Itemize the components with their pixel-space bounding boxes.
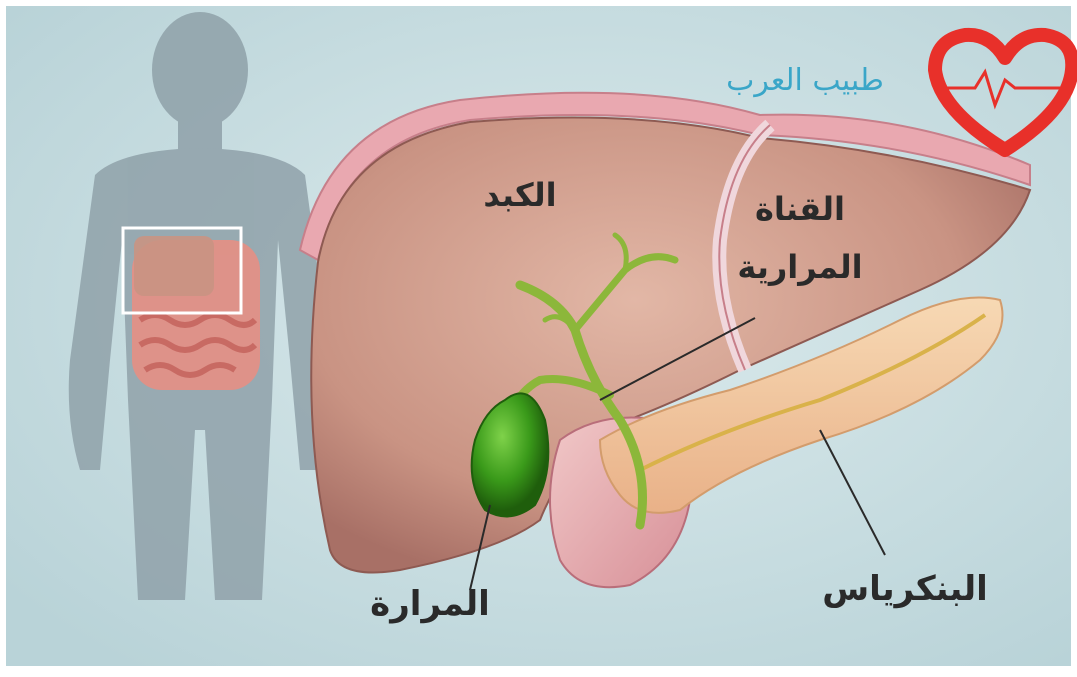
label-liver: الكبد (483, 176, 556, 214)
label-bile-duct-line2: المرارية (737, 248, 862, 286)
label-bile-duct-line1: القناة (755, 190, 845, 228)
brand-name: طبيب العرب (726, 63, 884, 98)
label-gallbladder: المرارة (370, 584, 490, 624)
label-pancreas: البنكرياس (822, 569, 988, 609)
